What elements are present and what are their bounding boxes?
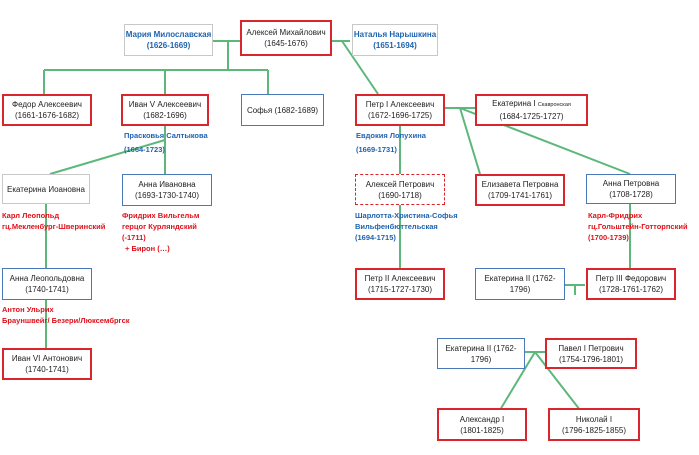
node-name: Федор Алексеевич	[12, 100, 82, 109]
node-years: (1645-1676)	[264, 39, 308, 48]
label-praskovya-saltykova: Прасковья Салтыкова(1664-1723)	[124, 131, 208, 154]
node-aleksey-petrovich: Алексей Петрович (1690-1718)	[355, 174, 445, 205]
node-elizaveta-petrovna: Елизавета Петровна (1709-1741-1761)	[475, 174, 565, 206]
line-natalya-petr	[341, 40, 379, 95]
label-evdokiya-lopukhina: Евдокия Лопухина(1669-1731)	[356, 131, 426, 154]
node-ivan-v: Иван V Алексеевич (1682-1696)	[121, 94, 209, 126]
line-petr-elizaveta	[459, 107, 481, 175]
node-aleksey-mikhaylovich: Алексей Михайлович (1645-1676)	[240, 20, 332, 56]
node-years: (1682-1696)	[143, 111, 187, 120]
node-aleksandr-i: Александр I (1801-1825)	[437, 408, 527, 441]
node-name: Екатерина I Скавронская	[492, 99, 571, 108]
node-ekaterina-ii-top: Екатерина II (1762- 1796)	[475, 268, 565, 300]
node-ekaterina-ii-bottom: Екатерина II (1762- 1796)	[437, 338, 525, 369]
node-name: Елизавета Петровна	[481, 180, 559, 189]
node-name: Петр II Алексеевич	[364, 274, 436, 283]
node-name: Екатерина II (1762-	[484, 274, 556, 283]
node-name: Петр I Алексеевич	[365, 100, 435, 109]
node-ekaterina-i: Екатерина I Скавронская (1684-1725-1727)	[475, 94, 588, 126]
node-sofya: Софья (1682-1689)	[241, 94, 324, 126]
node-years: (1801-1825)	[460, 425, 504, 435]
node-pavel-i: Павел I Петрович (1754-1796-1801)	[545, 338, 637, 369]
node-name: Мария Милославская	[125, 30, 212, 39]
node-years: (1684-1725-1727)	[499, 112, 564, 121]
node-ivan-vi: Иван VI Антонович (1740-1741)	[2, 348, 92, 380]
node-maria-miloslavskaya: Мария Милославская (1626-1669)	[124, 24, 213, 56]
node-name: Алексей Михайлович	[246, 28, 326, 37]
node-petr-ii: Петр II Алексеевич (1715-1727-1730)	[355, 268, 445, 300]
node-name: Анна Ивановна	[138, 180, 196, 189]
node-years: (1715-1727-1730)	[367, 285, 433, 294]
node-years: (1740-1741)	[25, 285, 69, 294]
node-years: (1651-1694)	[373, 41, 417, 50]
node-name: Иван V Алексеевич	[128, 100, 202, 109]
node-name: Наталья Нарышкина	[353, 30, 437, 39]
node-years: (1708-1728)	[609, 190, 653, 199]
node-name: Софья (1682-1689)	[246, 105, 319, 115]
node-name: Петр III Федорович	[595, 274, 667, 283]
node-years: (1740-1741)	[25, 365, 69, 374]
node-name: Анна Петровна	[602, 179, 660, 188]
node-anna-leopoldovna: Анна Леопольдовна (1740-1741)	[2, 268, 92, 300]
node-years: 1796)	[509, 285, 531, 294]
node-nikolay-i: Николай I (1796-1825-1855)	[548, 408, 640, 441]
node-years: (1672-1696-1725)	[367, 111, 433, 120]
node-name: Анна Леопольдовна	[9, 274, 85, 283]
node-years: (1728-1761-1762)	[598, 285, 664, 294]
node-name: Алексей Петрович	[365, 179, 435, 189]
node-name: Александр I	[459, 414, 505, 424]
node-petr-iii: Петр III Федорович (1728-1761-1762)	[586, 268, 676, 300]
node-name: Екатерина Иоановна	[7, 184, 85, 194]
node-years: (1693-1730-1740)	[134, 191, 200, 200]
node-years: (1709-1741-1761)	[487, 191, 553, 200]
node-name: Екатерина II (1762-	[445, 343, 517, 353]
node-years: (1661-1676-1682)	[14, 111, 80, 120]
node-anna-ivanovna: Анна Ивановна (1693-1730-1740)	[122, 174, 212, 206]
node-years: (1690-1718)	[378, 190, 422, 200]
node-years: 1796)	[470, 354, 492, 364]
node-years: (1626-1669)	[146, 41, 191, 50]
node-fedor-alekseevich: Федор Алексеевич (1661-1676-1682)	[2, 94, 92, 126]
node-natalya-naryshkina: Наталья Нарышкина (1651-1694)	[352, 24, 438, 56]
node-name: Павел I Петрович	[558, 343, 624, 353]
node-years: (1796-1825-1855)	[561, 425, 627, 435]
node-petr-i: Петр I Алексеевич (1672-1696-1725)	[355, 94, 445, 126]
node-ekaterina-ioanovna: Екатерина Иоановна	[2, 174, 90, 204]
node-name: Николай I	[575, 414, 613, 424]
node-name: Иван VI Антонович	[11, 354, 83, 363]
node-years: (1754-1796-1801)	[558, 354, 624, 364]
node-anna-petrovna: Анна Петровна (1708-1728)	[586, 174, 676, 204]
